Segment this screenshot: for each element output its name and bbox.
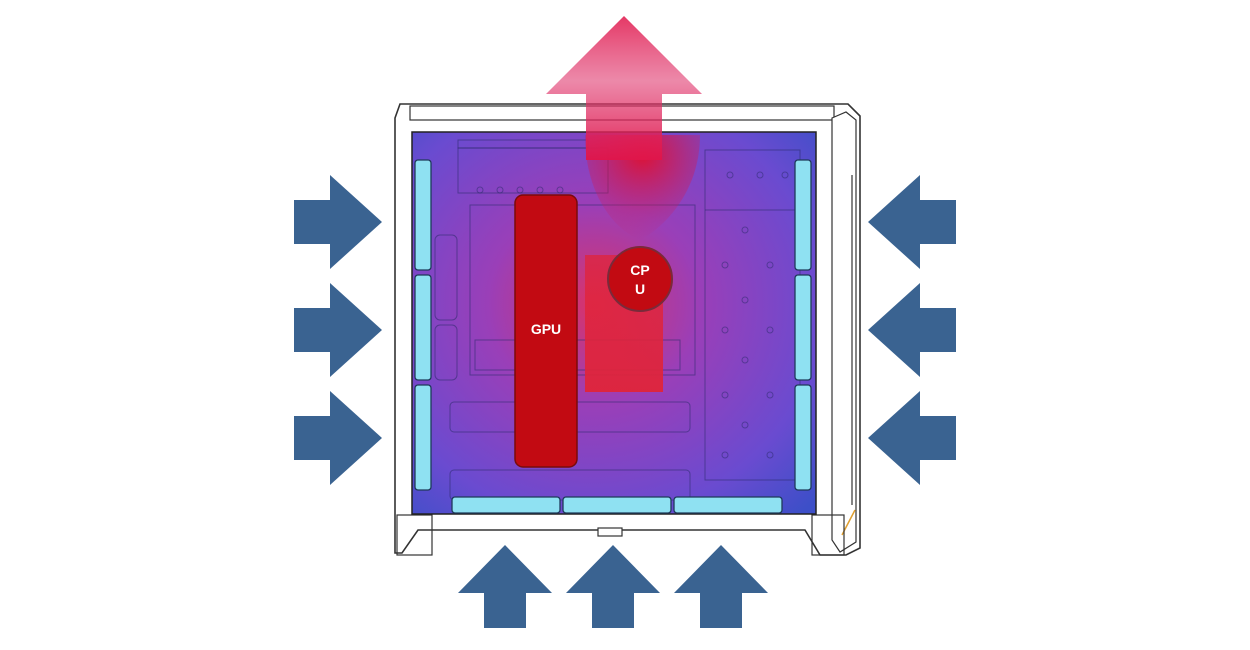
gpu-label: GPU xyxy=(531,321,561,337)
intake-arrow-right-2 xyxy=(868,283,956,377)
cpu-label-line1: CP xyxy=(630,262,649,278)
screw-holes xyxy=(476,171,789,459)
case-bottom-foot-right xyxy=(811,514,845,556)
right-fan-3 xyxy=(794,384,812,491)
left-fan-column xyxy=(414,159,432,491)
intake-arrow-right-3 xyxy=(868,391,956,485)
intake-arrows-right xyxy=(868,175,956,485)
case-bottom-foot-left xyxy=(396,514,433,556)
left-fan-1 xyxy=(414,159,432,271)
bottom-fan-1 xyxy=(451,496,561,514)
cpu-circle xyxy=(607,246,673,312)
gpu-block xyxy=(514,194,578,468)
right-fan-column xyxy=(794,159,812,491)
cable-cutout-2 xyxy=(434,324,458,381)
exhaust-arrow-up xyxy=(546,16,702,160)
intake-arrow-right-1 xyxy=(868,175,956,269)
cpu-label-line2: U xyxy=(635,281,645,297)
gpu-component: GPU xyxy=(514,194,578,468)
intake-arrow-left-3 xyxy=(294,391,382,485)
intake-arrow-bottom-2 xyxy=(566,545,660,628)
exhaust-heat-plume xyxy=(585,135,700,240)
intake-arrow-bottom-3 xyxy=(674,545,768,628)
bottom-fan-2 xyxy=(562,496,672,514)
case-bottom-tab xyxy=(597,527,623,537)
left-fan-2 xyxy=(414,274,432,381)
intake-arrow-left-2 xyxy=(294,283,382,377)
intake-arrow-left-1 xyxy=(294,175,382,269)
cable-cutout-1 xyxy=(434,234,458,321)
intake-arrows-bottom xyxy=(458,545,768,628)
case-front-bezel xyxy=(831,111,857,553)
left-fan-3 xyxy=(414,384,432,491)
right-fan-1 xyxy=(794,159,812,271)
bottom-fan-3 xyxy=(673,496,783,514)
intake-arrow-bottom-1 xyxy=(458,545,552,628)
bottom-fan-row xyxy=(451,496,783,514)
motherboard-outline xyxy=(469,204,696,376)
cpu-component: CP U xyxy=(607,246,673,312)
right-fan-2 xyxy=(794,274,812,381)
intake-arrows-left xyxy=(294,175,382,485)
